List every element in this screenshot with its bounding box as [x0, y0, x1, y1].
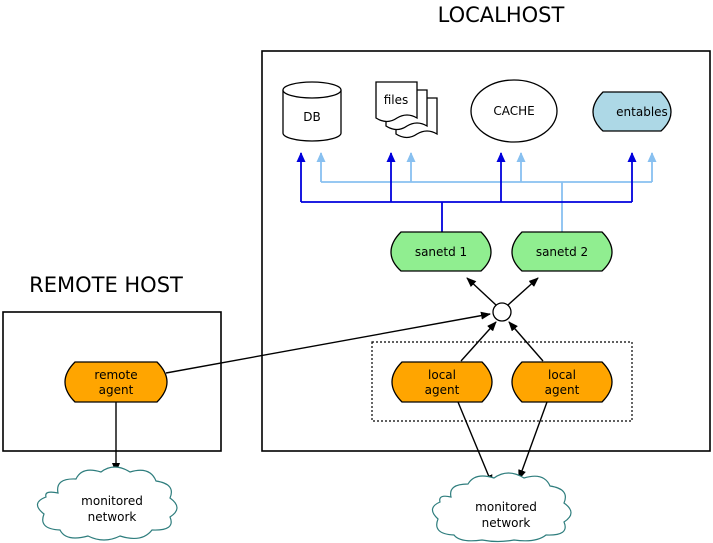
local-agents-group — [371, 341, 633, 422]
remote-agent-line2: agent — [99, 383, 134, 397]
monitored-network-left-cloud: monitored network — [36, 466, 178, 541]
arrow-local1-to-network — [457, 401, 493, 485]
files-node: files — [375, 81, 438, 139]
network-right-line2: network — [482, 516, 531, 530]
localhost-box — [261, 50, 711, 452]
sanetd1-bus — [296, 152, 637, 232]
db-node: DB — [282, 81, 342, 142]
sanetd2-bus — [316, 152, 657, 232]
monitored-network-right-cloud: monitored network — [431, 472, 572, 543]
cache-node: CACHE — [470, 79, 558, 143]
network-left-line2: network — [88, 510, 137, 524]
remote-agent-line1: remote — [94, 368, 137, 382]
sanetd1-node: sanetd 1 — [390, 231, 492, 272]
arrow-local1-to-junction — [460, 321, 497, 362]
sanetd2-label: sanetd 2 — [536, 245, 588, 259]
arrow-local2-to-junction — [508, 321, 544, 362]
remote-host-box — [2, 311, 222, 452]
arrow-remote-to-junction — [165, 311, 491, 374]
sanetd2-node: sanetd 2 — [511, 231, 613, 272]
local-agent-1-line2: agent — [425, 383, 460, 397]
entables-node: entables — [592, 91, 672, 132]
files-label: files — [384, 93, 409, 107]
remote-host-title: REMOTE HOST — [29, 273, 183, 297]
arrow-junction-to-sanetd1 — [466, 277, 497, 306]
sanetd1-label: sanetd 1 — [415, 245, 467, 259]
local-agent-1-line1: local — [428, 368, 456, 382]
arrow-local2-to-network — [518, 401, 548, 480]
db-label: DB — [303, 110, 320, 124]
local-agent-2-node: local agent — [511, 361, 613, 403]
local-agent-1-node: local agent — [391, 361, 493, 403]
localhost-title: LOCALHOST — [438, 3, 565, 27]
remote-agent-node: remote agent — [64, 361, 168, 403]
local-agent-2-line1: local — [548, 368, 576, 382]
network-left-line1: monitored — [81, 494, 143, 508]
network-right-line1: monitored — [475, 500, 537, 514]
arrow-junction-to-sanetd2 — [507, 277, 539, 306]
junction-node — [492, 302, 512, 322]
cache-label: CACHE — [493, 104, 534, 118]
entables-label: entables — [616, 105, 668, 119]
local-agent-2-line2: agent — [545, 383, 580, 397]
